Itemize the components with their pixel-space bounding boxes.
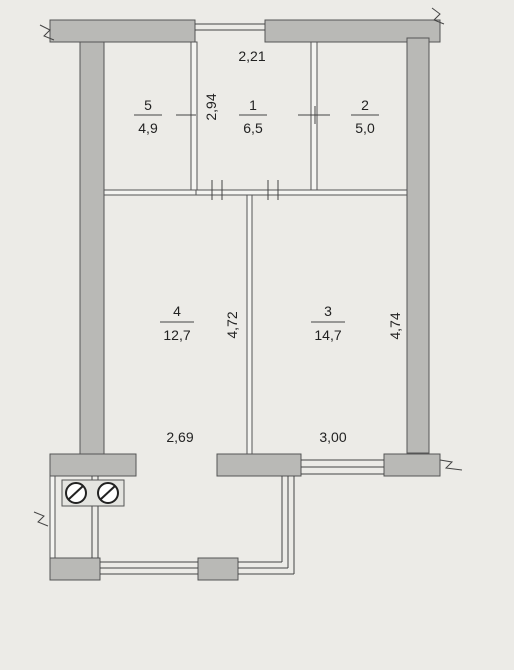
balcony-wall-left — [49, 557, 101, 581]
dimension-corridor-height: 2,94 — [203, 93, 219, 120]
top-wall-right — [264, 19, 441, 43]
room-1-number: 1 — [249, 97, 257, 113]
break-mark-right — [439, 459, 463, 471]
bottom-wall-right — [383, 453, 441, 477]
dimension-room4-height: 4,72 — [224, 311, 240, 338]
break-mark-top-right — [431, 7, 445, 25]
partition-room2 — [310, 41, 318, 193]
left-wall — [79, 41, 105, 455]
partition-room5-bottom — [103, 189, 197, 196]
bottom-wall-left — [49, 453, 137, 477]
room-3-number: 3 — [324, 303, 332, 319]
dimension-room4-width: 2,69 — [166, 429, 193, 445]
room-3-area: 14,7 — [314, 327, 341, 343]
room-4-number: 4 — [173, 303, 181, 319]
dimension-room3-height: 4,74 — [387, 312, 403, 339]
partition-bottom-corridor — [195, 189, 408, 196]
room-2-number: 2 — [361, 97, 369, 113]
top-wall-left — [49, 19, 196, 43]
balcony-wall-middle — [197, 557, 239, 581]
break-mark-left — [33, 511, 49, 527]
balcony-left-edge — [49, 475, 56, 559]
break-mark-top-left — [39, 24, 55, 41]
dimension-top-width: 2,21 — [238, 48, 265, 64]
room-4-area: 12,7 — [163, 327, 190, 343]
bottom-wall-middle — [216, 453, 302, 477]
dimension-room3-width: 3,00 — [319, 429, 346, 445]
right-wall — [406, 37, 430, 454]
room-5-area: 4,9 — [138, 120, 158, 136]
room-2-area: 5,0 — [355, 120, 375, 136]
partition-room5 — [190, 41, 198, 193]
room-5-number: 5 — [144, 97, 152, 113]
room-1-area: 6,5 — [243, 120, 263, 136]
partition-room3-room4 — [246, 194, 253, 455]
